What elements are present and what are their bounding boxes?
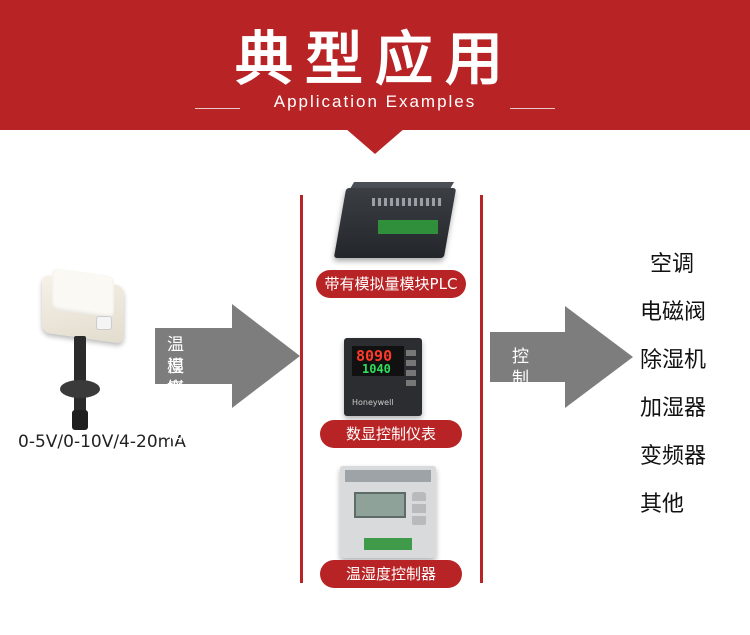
subtitle-rule-right bbox=[510, 108, 555, 109]
device-label-plc: 带有模拟量模块PLC bbox=[316, 270, 466, 298]
duct-humidity-sensor-icon bbox=[38, 267, 138, 430]
arrow-label-line2: 模拟量信号 bbox=[167, 357, 184, 465]
divider-right bbox=[480, 195, 483, 583]
application-item: 变频器 bbox=[640, 444, 707, 469]
control-signal-label: 控制信号 bbox=[512, 347, 529, 433]
application-item: 其他 bbox=[640, 492, 685, 517]
device-label-controller: 数显控制仪表 bbox=[320, 420, 462, 448]
header-banner bbox=[0, 0, 750, 130]
application-item: 除湿机 bbox=[640, 348, 707, 373]
subtitle-rule-left bbox=[195, 108, 240, 109]
application-item: 电磁阀 bbox=[640, 300, 707, 325]
sensor-output-label: 0-5V/0-10V/4-20mA bbox=[18, 432, 186, 452]
controller-sv-readout: 1040 bbox=[362, 362, 391, 376]
arrow-label-line1: 温湿度 bbox=[167, 335, 184, 399]
page-subtitle: Application Examples bbox=[273, 92, 477, 111]
controller-pv-readout: 8090 bbox=[356, 347, 393, 365]
divider-left bbox=[300, 195, 303, 583]
page-title: 典型应用 bbox=[234, 25, 515, 93]
device-label-humidity-controller: 温湿度控制器 bbox=[320, 560, 462, 588]
banner-notch bbox=[345, 128, 405, 154]
application-item: 加湿器 bbox=[640, 396, 707, 421]
application-item: 空调 bbox=[650, 252, 695, 277]
controller-brand: Honeywell bbox=[352, 398, 394, 407]
